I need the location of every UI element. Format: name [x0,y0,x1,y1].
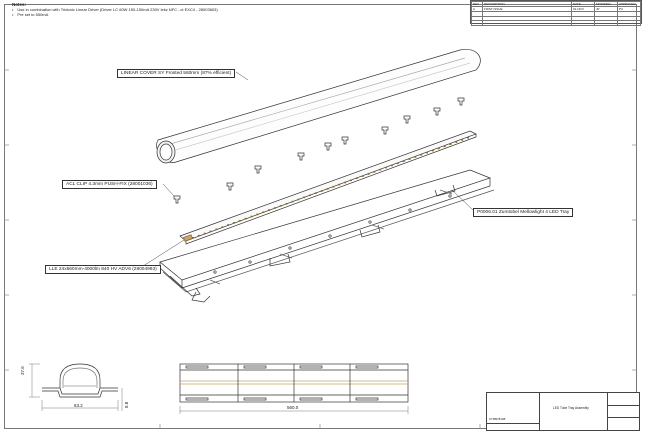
clip-icon [173,195,181,204]
led-chip [396,162,399,165]
led-chip [285,202,288,205]
overall-length-dimension [179,406,409,414]
clip-icon [297,152,305,161]
acl-clips [173,97,465,204]
led-chip [379,168,382,171]
leader-lines [139,71,475,269]
note-item-1: Use in combination with Tridonic Linear … [12,7,217,12]
drawing-title: LED Tube Tray Assembly [553,406,589,410]
led-chip [408,158,411,160]
led-chip [338,183,341,186]
led-chip [385,166,388,169]
led-chip [367,173,370,175]
led-chip [355,177,358,180]
led-chip [426,151,429,154]
led-chip [256,213,259,216]
led-chip [361,175,364,177]
revision-table: REV DESCRIPTION DATE MODIFIED APPROVED A… [470,0,642,26]
led-chip [309,194,312,197]
notes-heading: Notes: [12,2,27,7]
led-chip [227,224,230,226]
clip-icon [457,97,465,106]
led-chip [443,145,446,148]
led-chip [273,207,276,209]
led-chip [221,226,224,228]
led-chip [326,188,329,190]
dim-profile-width: 63.2 [74,403,83,408]
callout-led-board: LLE 24x560mm-4000lm 840 HV ADV6 (2800499… [45,265,161,274]
dimension-lines [29,363,123,411]
led-chip [320,190,323,192]
led-chip [268,209,271,211]
led-chip [420,154,423,156]
section-view [29,363,123,411]
led-tray-part [159,169,495,303]
clip-icon [254,165,262,174]
led-chip [192,237,194,239]
led-chip [303,196,306,199]
notes-block: Notes: Use in combination with Tridonic … [12,2,218,17]
led-chip [314,192,317,194]
dim-profile-height: 37.6 [20,366,25,375]
drawing-border [4,4,637,429]
dim-overall-length: 560.0 [287,405,299,410]
led-chip [297,198,300,201]
led-chip [215,228,218,231]
led-board-part [179,130,477,245]
rev-cell-approved: PV [617,6,641,12]
led-chip [232,222,235,224]
title-block: KTRB78108 LED Tube Tray Assembly [486,392,640,431]
clip-icon [403,115,411,124]
led-chip [250,215,253,218]
led-chip [431,149,434,152]
led-chip [390,164,393,167]
led-chip [209,230,212,233]
led-chip [349,179,352,182]
dim-profile-flange: 8.8 [124,401,129,408]
drawing-number: KTRB78108 [489,417,506,421]
led-chip [344,181,347,184]
led-chip [262,211,265,214]
led-chip [203,232,206,235]
led-chip [449,143,452,145]
led-dots [192,137,469,239]
led-chip [279,205,282,207]
callout-acl-clip: ACL CLIP 4.3mm PUSH-FIX (28001036) [62,180,157,189]
led-chip [402,160,405,163]
led-chip [332,185,335,188]
linear-cover-part [156,48,481,164]
clip-icon [324,142,332,151]
callout-linear-cover: LINEAR COVER SY Frosted 560mm (87% effic… [117,69,236,78]
note-item-2: Pre set to 550mA [12,12,218,17]
title-block-left: KTRB78108 [487,393,540,430]
led-chip [244,217,247,220]
led-chip [437,147,440,150]
clip-icon [341,136,349,145]
plan-view [179,363,409,414]
callout-led-tray: P0006.01 Zumtobel Mellowlight 4 LED Tray [473,208,574,217]
led-chip [414,156,417,158]
led-chip [373,171,376,173]
led-chip [197,234,200,237]
led-chip [291,200,294,203]
led-chip [467,137,469,139]
clip-icon [433,107,441,116]
clip-icon [226,182,234,191]
led-chip [455,141,458,143]
led-chip [238,219,241,222]
revision-row: A FIRST ISSUE 01-NOV JP PV [471,6,641,12]
led-chip [461,139,464,141]
clip-icon [381,126,389,135]
border-ticks [4,69,637,429]
